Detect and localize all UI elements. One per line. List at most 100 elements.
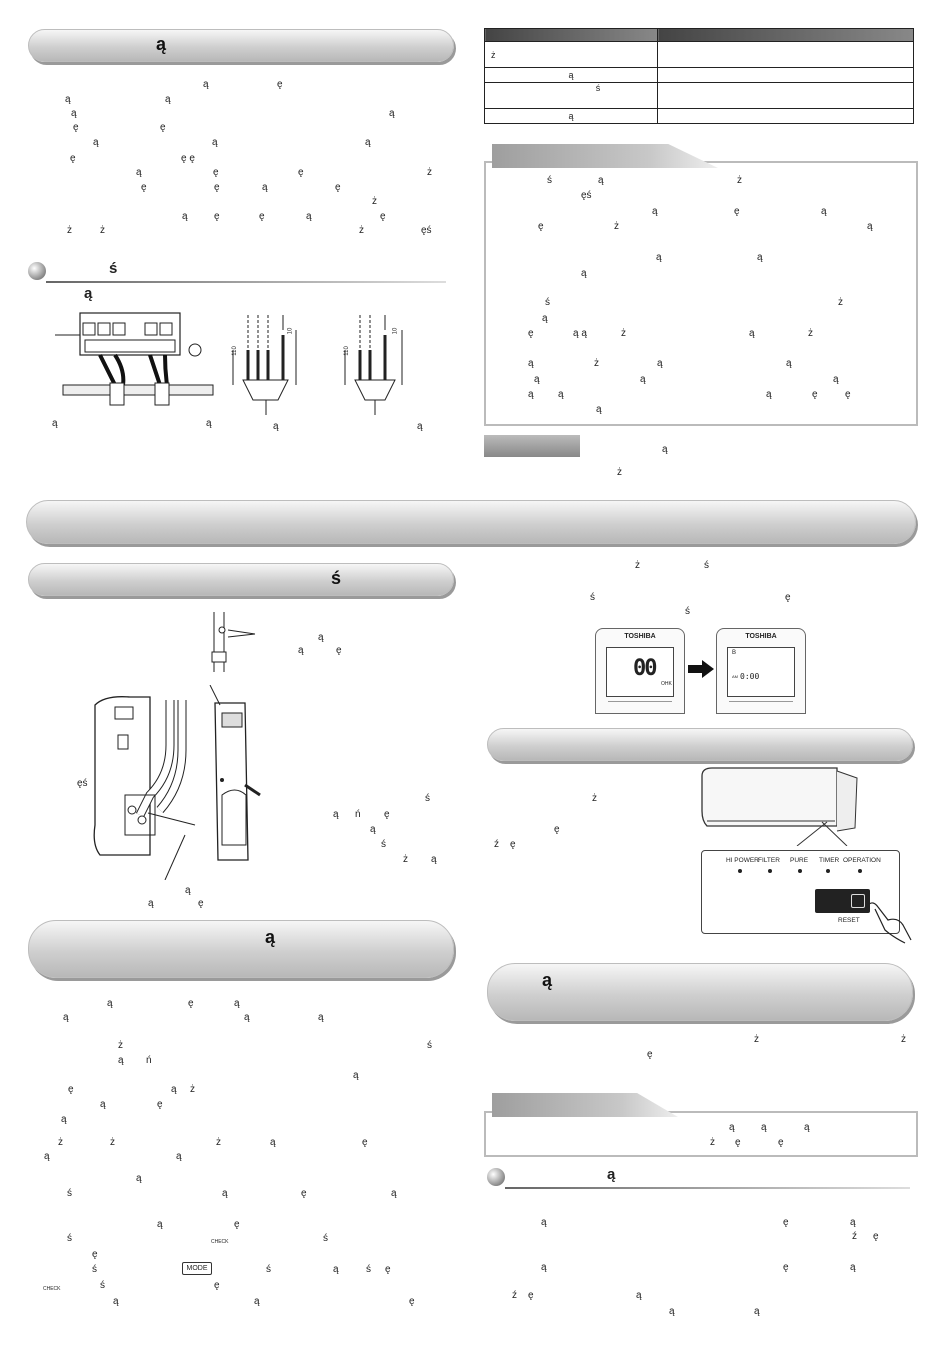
spec-table: ż ą ś ą bbox=[484, 28, 914, 124]
text-fragment: ż bbox=[617, 467, 622, 478]
text-fragment: ź bbox=[494, 839, 499, 850]
text-fragment: ą bbox=[542, 313, 548, 324]
text-fragment: ą bbox=[157, 1219, 163, 1230]
indoor-unit-illustration bbox=[701, 767, 858, 846]
timer-led bbox=[826, 869, 830, 873]
text-fragment: ą bbox=[652, 206, 658, 217]
text-fragment: ę bbox=[783, 1217, 789, 1228]
text-fragment: ę bbox=[554, 824, 560, 835]
dimension-label: 110 bbox=[231, 346, 238, 356]
text-fragment: ą bbox=[786, 358, 792, 369]
text-fragment: ę bbox=[188, 998, 194, 1009]
text-fragment: ę bbox=[385, 1264, 391, 1275]
text-fragment: ą bbox=[662, 444, 668, 455]
text-fragment: ą bbox=[107, 998, 113, 1009]
text-fragment: ą bbox=[528, 358, 534, 369]
text-fragment: ś bbox=[427, 1040, 432, 1051]
text-fragment: ą bbox=[541, 1262, 547, 1273]
text-fragment: ż bbox=[594, 358, 599, 369]
text-fragment: ą bbox=[118, 1055, 124, 1066]
text-fragment: ś bbox=[323, 1233, 328, 1244]
front-cover-diagram bbox=[209, 685, 261, 861]
text-fragment: ą bbox=[273, 421, 279, 432]
section-heading: ś bbox=[331, 568, 342, 588]
text-fragment: ę bbox=[538, 221, 544, 232]
timer-label: TIMER bbox=[819, 857, 840, 864]
text-fragment: ż bbox=[216, 1137, 221, 1148]
section-header-pill: ą bbox=[28, 29, 454, 62]
text-fragment: ą bbox=[581, 268, 587, 279]
text-fragment: ż bbox=[100, 225, 105, 236]
reset-label: RESET bbox=[838, 917, 860, 924]
section-header-pill: ą bbox=[28, 920, 454, 978]
text-fragment: ń bbox=[146, 1055, 152, 1066]
text-fragment: ą bbox=[113, 1296, 119, 1307]
text-fragment: ą bbox=[757, 252, 763, 263]
text-fragment: ą bbox=[333, 1264, 339, 1275]
text-fragment: ż bbox=[110, 1137, 115, 1148]
note-box bbox=[484, 1111, 918, 1157]
text-fragment: ń bbox=[355, 809, 361, 820]
check-button-label: CHECK bbox=[211, 1239, 229, 1245]
text-fragment: ż bbox=[592, 793, 597, 804]
text-fragment: ę bbox=[409, 1296, 415, 1307]
text-fragment: ę bbox=[647, 1049, 653, 1060]
text-fragment: ś bbox=[425, 793, 430, 804]
text-fragment: ęś bbox=[421, 225, 432, 236]
text-fragment: ą bbox=[640, 374, 646, 385]
section-heading: ą bbox=[156, 34, 167, 54]
control-panel: HI POWER FILTER PURE TIMER OPERATION RES… bbox=[701, 850, 900, 934]
terminal-block-diagram bbox=[55, 312, 214, 406]
section-heading: ą bbox=[542, 970, 553, 990]
text-fragment: ą bbox=[185, 885, 191, 896]
text-fragment: ę bbox=[259, 211, 265, 222]
text-fragment: ą bbox=[365, 137, 371, 148]
text-fragment: ę bbox=[214, 1280, 220, 1291]
text-fragment: ż bbox=[372, 196, 377, 207]
text-fragment: ą bbox=[657, 358, 663, 369]
text-fragment: ę bbox=[234, 1219, 240, 1230]
mode-button: MODE bbox=[182, 1262, 212, 1275]
text-fragment: ą bbox=[306, 211, 312, 222]
text-fragment: ą bbox=[254, 1296, 260, 1307]
note-tab bbox=[492, 1093, 678, 1117]
chapter-divider-bar bbox=[26, 500, 916, 544]
table-row: ą bbox=[484, 108, 914, 124]
subsection-subheading: ą bbox=[84, 285, 93, 302]
text-fragment: ę bbox=[92, 1249, 98, 1260]
remote-tag: B bbox=[732, 650, 737, 656]
text-fragment: ę bbox=[362, 1137, 368, 1148]
text-fragment: ś bbox=[92, 1264, 97, 1275]
text-fragment: ą bbox=[318, 1012, 324, 1023]
hipower-label: HI POWER bbox=[726, 857, 759, 864]
text-fragment: ę bbox=[70, 153, 76, 164]
text-fragment: ś bbox=[704, 560, 709, 571]
text-fragment: ą bbox=[833, 374, 839, 385]
text-fragment: ą bbox=[182, 211, 188, 222]
text-fragment: ę bbox=[157, 1099, 163, 1110]
text-fragment: ęś bbox=[77, 778, 88, 789]
text-fragment: ż bbox=[118, 1040, 123, 1051]
header-rule bbox=[505, 1187, 910, 1189]
remote-display-unit: OHK bbox=[661, 681, 672, 687]
text-fragment: ą bbox=[389, 108, 395, 119]
filter-label: FILTER bbox=[758, 857, 780, 864]
text-fragment: ę bbox=[198, 898, 204, 909]
text-fragment: ę bbox=[68, 1084, 74, 1095]
text-fragment: ę bbox=[336, 645, 342, 656]
header-rule bbox=[46, 281, 446, 283]
text-fragment: ą bbox=[821, 206, 827, 217]
text-fragment: ą bbox=[391, 1188, 397, 1199]
text-fragment: ą bbox=[558, 389, 564, 400]
text-fragment: ą bbox=[749, 328, 755, 339]
check-button-label: CHECK bbox=[43, 1286, 61, 1292]
arrow-right-icon bbox=[688, 660, 714, 678]
text-fragment: ż bbox=[621, 328, 626, 339]
text-fragment: ą bbox=[165, 94, 171, 105]
text-fragment: ą bbox=[222, 1188, 228, 1199]
bullet-ball-icon bbox=[28, 262, 46, 280]
cable-strip-diagram-a bbox=[232, 315, 297, 415]
text-fragment: ą bbox=[176, 1151, 182, 1162]
text-fragment: ą bbox=[234, 998, 240, 1009]
reset-button[interactable] bbox=[815, 889, 870, 913]
